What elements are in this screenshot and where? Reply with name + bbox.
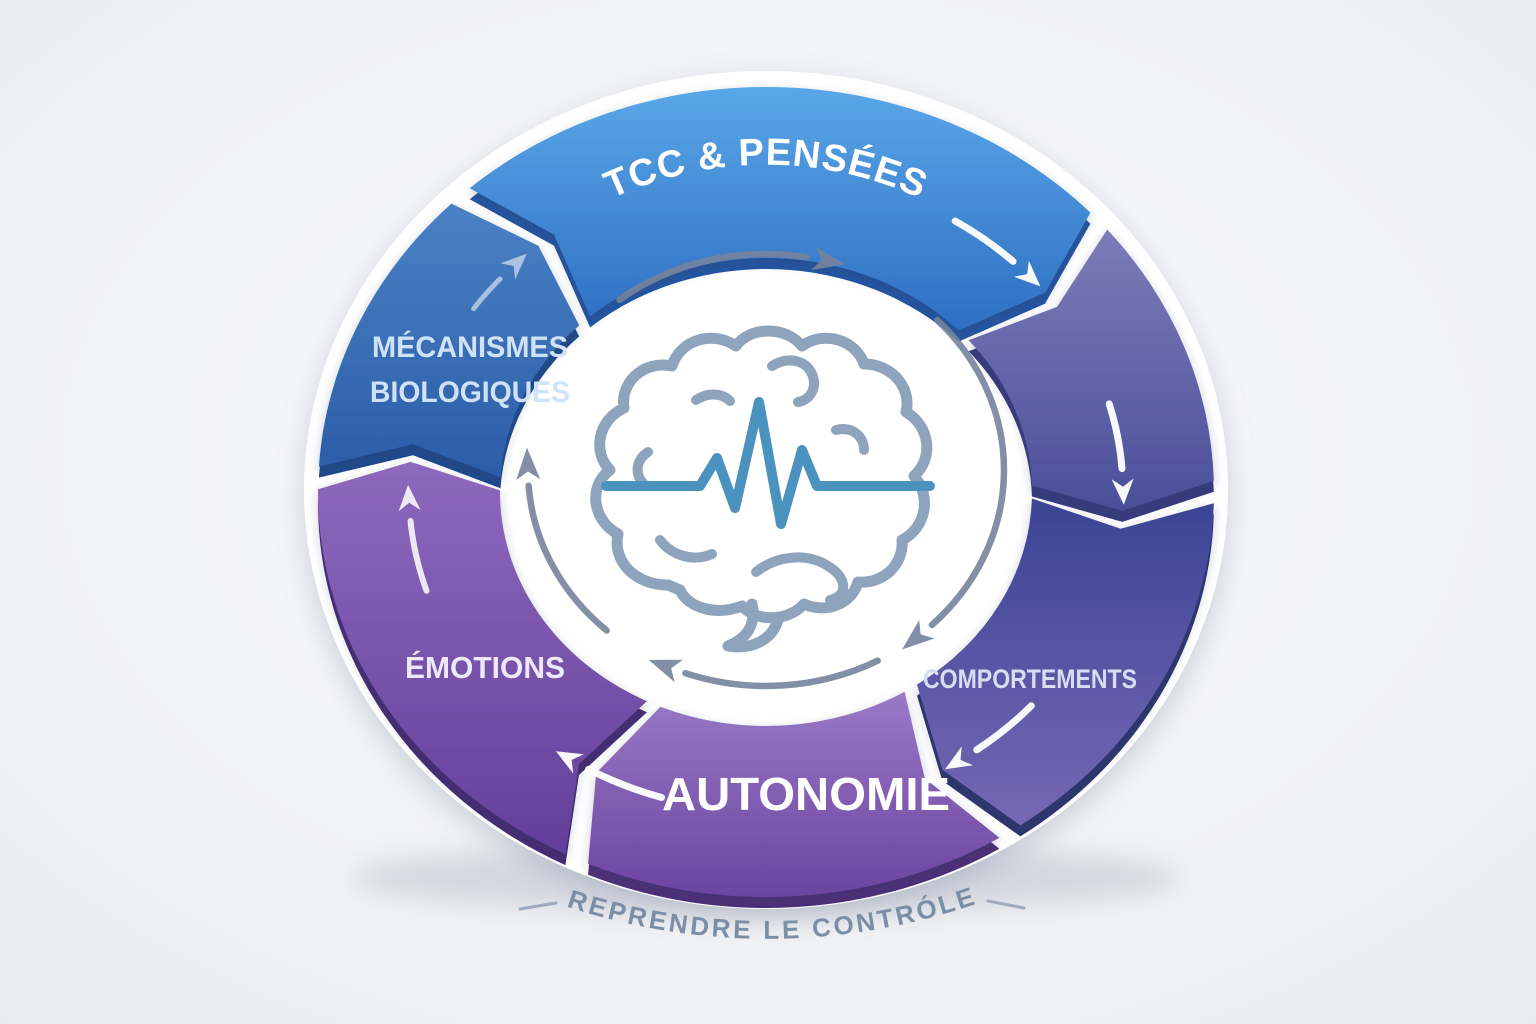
inner-cycle-arrow-2-tail — [682, 657, 881, 690]
segment-label-comportements: COMPORTEMENTS — [923, 664, 1137, 694]
inner-cycle-arrows — [516, 246, 1008, 690]
brain-pulse-icon — [590, 325, 935, 653]
inner-cycle-arrow-0-tail — [616, 250, 810, 304]
inner-cycle-arrow-0-head — [811, 246, 845, 271]
segment-tcc-pensees — [469, 86, 1091, 331]
outer-flow-arrow-1-tail — [1105, 400, 1126, 473]
segment-mecanismes-biologiques — [318, 203, 580, 478]
outer-flow-arrows — [398, 217, 1134, 801]
segment-label-autonomie: AUTONOMIE — [662, 768, 950, 820]
brain-gyri-details — [632, 355, 869, 605]
brain-stem — [722, 598, 784, 653]
outer-flow-arrow-2-head — [945, 746, 973, 770]
outer-flow-arrow-3-tail — [585, 765, 666, 801]
outer-flow-arrow-4-head — [398, 484, 421, 512]
segment-autonomie — [588, 691, 1000, 898]
pulse-line — [601, 397, 935, 529]
inner-cycle-arrow-3-tail — [525, 482, 610, 634]
caption-dash-left — [518, 901, 558, 911]
brain-outline — [590, 325, 933, 624]
outer-flow-arrow-3-head — [555, 751, 584, 774]
outer-flow-arrow-2-tail — [973, 702, 1035, 754]
outer-flow-arrow-0-head — [1013, 260, 1041, 287]
segment-label-mecanismes-line1: MÉCANISMES — [372, 330, 568, 364]
segment-liaison — [968, 229, 1214, 511]
outer-flow-arrow-0-tail — [951, 217, 1017, 265]
inner-cycle-arrow-1-tail — [928, 316, 1008, 629]
outer-flow-arrow-1-head — [1111, 478, 1134, 505]
inner-cycle-arrow-2-head — [648, 659, 683, 683]
caption-dash-right — [986, 899, 1026, 910]
outer-flow-arrow-5-head — [500, 253, 527, 280]
inner-cycle-arrow-1-head — [902, 620, 935, 650]
outer-flow-arrow-5-tail — [471, 276, 503, 312]
outer-flow-arrow-4-tail — [407, 518, 430, 594]
inner-cycle-arrow-3-head — [516, 447, 541, 480]
segment-label-mecanismes-line2: BIOLOGIQUES — [370, 376, 570, 409]
segment-label-emotions: ÉMOTIONS — [405, 650, 565, 685]
